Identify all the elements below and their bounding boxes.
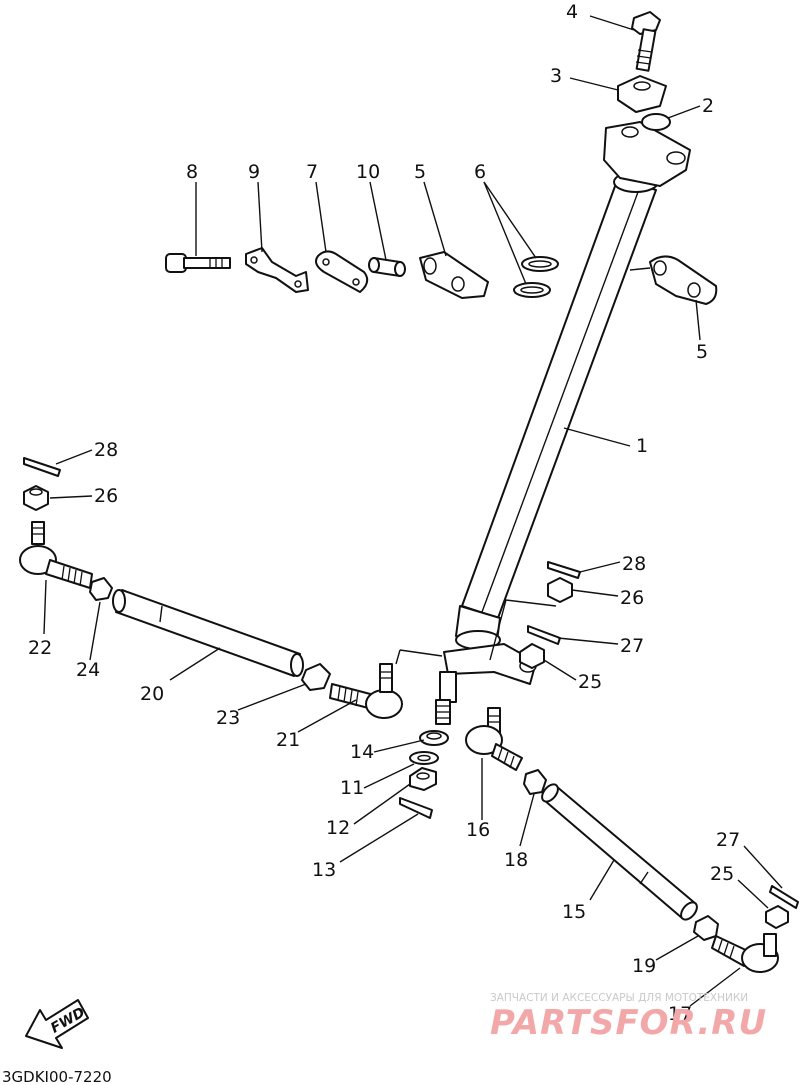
nut-25-lower-part (765, 905, 789, 929)
callout-6: 6 (474, 161, 486, 183)
callout-21: 21 (276, 729, 300, 751)
cotter-pin-27-lower-part (769, 885, 799, 909)
nut-18-part (523, 769, 547, 795)
callout-5b: 5 (696, 341, 708, 363)
callout-23: 23 (216, 707, 240, 729)
tie-rod-20-part (112, 589, 304, 677)
callout-20: 20 (140, 683, 164, 705)
plate-7-part (315, 250, 369, 293)
callout-2: 2 (702, 95, 714, 117)
tie-rod-end-17-part (711, 933, 779, 973)
callout-16: 16 (466, 819, 490, 841)
nut-25-upper-part (519, 643, 545, 669)
tie-rod-end-21-part (329, 663, 403, 719)
tie-rod-15-part (541, 783, 698, 921)
plate-9-part (245, 247, 309, 293)
nut-26-left-part (23, 485, 49, 511)
collar-14-part (419, 730, 449, 746)
cotter-pin-28-right-part (547, 561, 581, 579)
collar-10-part (368, 257, 406, 277)
tie-rod-end-22-part (19, 521, 93, 589)
leader-lines (43, 15, 783, 1007)
bushing-2-part (641, 113, 671, 131)
callout-28b: 28 (622, 553, 646, 575)
watermark-line2: PARTSFOR.RU (490, 1003, 767, 1043)
callout-17: 17 (668, 1003, 692, 1025)
nut-23-part (301, 663, 331, 691)
callout-9: 9 (248, 161, 260, 183)
callout-10: 10 (356, 161, 380, 183)
callout-19: 19 (632, 955, 656, 977)
callout-24: 24 (76, 659, 100, 681)
callout-27b: 27 (716, 829, 740, 851)
callout-25b: 25 (710, 863, 734, 885)
nut-26-right-part (547, 577, 573, 603)
cotter-pin-28-left-part (23, 457, 61, 477)
callout-28a: 28 (94, 439, 118, 461)
callout-26a: 26 (94, 485, 118, 507)
callout-labels: 4 3 2 8 9 7 10 5 6 5 1 28 26 22 24 20 23… (28, 1, 740, 1025)
callout-13: 13 (312, 859, 336, 881)
callout-18: 18 (504, 849, 528, 871)
steering-shaft-part (435, 121, 691, 725)
holder-5-right-part (649, 255, 718, 305)
washer-11-part (409, 751, 439, 765)
watermark-line1: ЗАПЧАСТИ И АКСЕССУАРЫ ДЛЯ МОТОТЕХНИКИ (490, 992, 748, 1004)
callout-15: 15 (562, 901, 586, 923)
tie-rod-end-16-part (465, 707, 523, 771)
bolt-4-part (631, 11, 661, 72)
callout-1: 1 (636, 435, 648, 457)
callout-8: 8 (186, 161, 198, 183)
holder-5-left-part (419, 251, 489, 299)
forward-arrow-icon: FWD (25, 999, 89, 1049)
callout-12: 12 (326, 817, 350, 839)
nut-12-part (409, 767, 437, 791)
callout-3: 3 (550, 65, 562, 87)
callout-27a: 27 (620, 635, 644, 657)
holder-3-part (617, 75, 667, 113)
callout-5a: 5 (414, 161, 426, 183)
callout-7: 7 (306, 161, 318, 183)
callout-4: 4 (566, 1, 578, 23)
cotter-pin-13-part (399, 797, 433, 819)
bolt-8-part (165, 253, 231, 273)
callout-25a: 25 (578, 671, 602, 693)
callout-11: 11 (340, 777, 364, 799)
nut-24-part (89, 577, 113, 601)
cotter-pin-27-upper-part (527, 625, 561, 645)
callout-14: 14 (350, 741, 374, 763)
washers-6-part (513, 256, 559, 298)
callout-26b: 26 (620, 587, 644, 609)
callout-22: 22 (28, 637, 52, 659)
diagram-code: 3GDKI00-7220 (2, 1068, 112, 1085)
